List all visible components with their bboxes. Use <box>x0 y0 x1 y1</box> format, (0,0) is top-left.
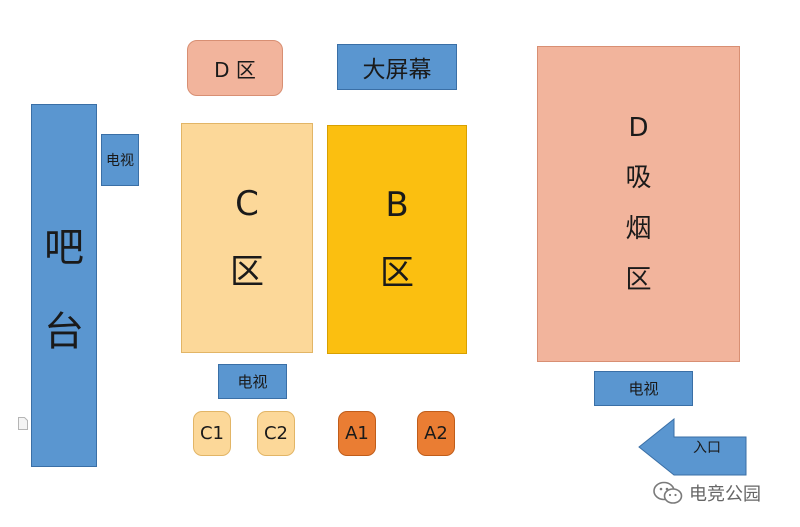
watermark: 电竞公园 <box>653 478 761 508</box>
tv-middle: 电视 <box>218 364 287 399</box>
seat-c1: C1 <box>193 411 231 456</box>
seat-a1: A1 <box>338 411 376 456</box>
smoking-area-letter: D <box>628 112 649 143</box>
smoking-area-line-3: 区 <box>625 264 652 295</box>
seat-c2: C2 <box>257 411 295 456</box>
document-icon <box>18 417 28 430</box>
tv-left: 电视 <box>101 134 139 186</box>
zone-c-char: 区 <box>230 251 264 292</box>
entrance: 入口 <box>638 418 748 476</box>
bar-counter-char-1: 吧 <box>44 224 84 271</box>
tv-right: 电视 <box>594 371 693 406</box>
zone-c-letter: C <box>235 183 259 224</box>
wechat-icon <box>653 481 683 504</box>
big-screen: 大屏幕 <box>337 44 457 90</box>
seat-a2: A2 <box>417 411 455 456</box>
zone-b-letter: B <box>385 185 409 225</box>
zone-b-char: 区 <box>380 253 414 293</box>
bar-counter: 吧 台 <box>31 104 97 467</box>
entrance-label: 入口 <box>693 440 721 456</box>
zone-d-top: D 区 <box>187 40 283 96</box>
watermark-text: 电竞公园 <box>689 484 761 505</box>
bar-counter-char-2: 台 <box>44 308 84 355</box>
smoking-area: D 吸 烟 区 <box>537 46 740 362</box>
smoking-area-line-2: 烟 <box>625 213 652 244</box>
smoking-area-line-1: 吸 <box>625 162 652 193</box>
zone-b: B 区 <box>327 125 467 354</box>
entrance-arrow-icon <box>638 418 747 476</box>
zone-c: C 区 <box>181 123 313 353</box>
